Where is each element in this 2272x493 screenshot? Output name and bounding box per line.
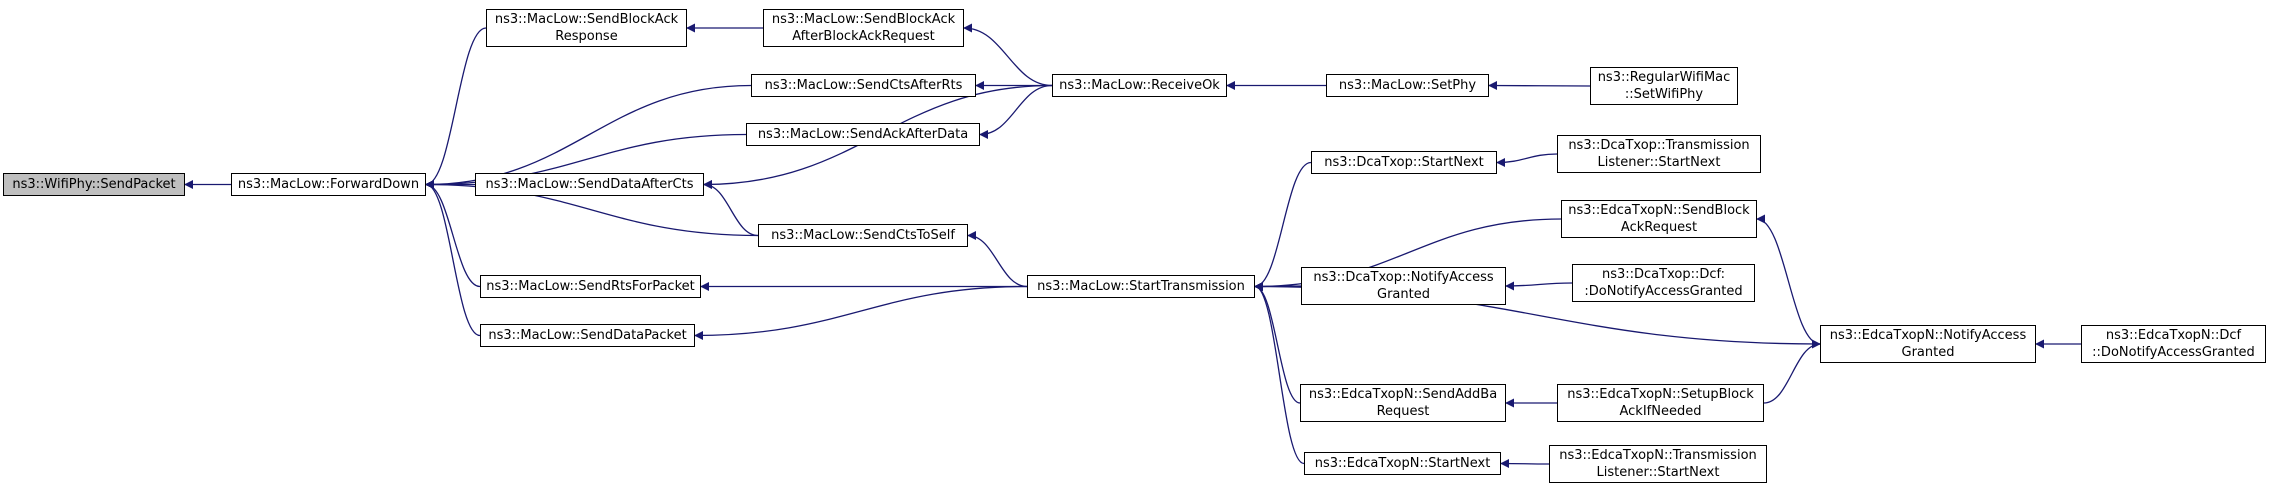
edge-receiveok-to-sendblockackafterbar (963, 23, 1053, 87)
edge-starttransmission-to-senddatapacket (694, 285, 1028, 340)
node-sendrtsforpacket[interactable]: ns3::MacLow::SendRtsForPacket (480, 275, 701, 298)
node-forwarddown[interactable]: ns3::MacLow::ForwardDown (231, 173, 426, 196)
node-edca-setupblockack[interactable]: ns3::EdcaTxopN::SetupBlock AckIfNeeded (1557, 384, 1764, 422)
edge-dcatxop-startnext-to-starttransmission (1254, 161, 1312, 291)
node-wifiphy-sendpacket[interactable]: ns3::WifiPhy::SendPacket (3, 173, 185, 196)
node-sendctsafterrts[interactable]: ns3::MacLow::SendCtsAfterRts (751, 74, 976, 97)
node-sendblockackafterbar[interactable]: ns3::MacLow::SendBlockAck AfterBlockAckR… (763, 9, 964, 47)
edge-edca-setupblockack-to-edca-notifyaccessgranted (1763, 339, 1821, 404)
node-edca-sendblockackrequest[interactable]: ns3::EdcaTxopN::SendBlock AckRequest (1561, 200, 1757, 238)
node-senddatapacket[interactable]: ns3::MacLow::SendDataPacket (480, 324, 695, 347)
edge-sendctsafterrts-to-forwarddown (425, 84, 752, 189)
edge-edca-startnext-to-starttransmission (1254, 282, 1305, 465)
node-dcatxop-tl-startnext[interactable]: ns3::DcaTxop::Transmission Listener::Sta… (1557, 135, 1761, 173)
edge-edca-notifyaccessgranted-to-edca-sendblockackrequest (1756, 214, 1821, 345)
node-starttransmission[interactable]: ns3::MacLow::StartTransmission (1027, 275, 1255, 298)
node-dcatxop-startnext[interactable]: ns3::DcaTxop::StartNext (1311, 151, 1497, 174)
edge-regularwifimac-setwifiphy-to-setphy (1488, 81, 1591, 91)
node-regularwifimac-setwifiphy[interactable]: ns3::RegularWifiMac ::SetWifiPhy (1590, 67, 1738, 105)
edge-sendctstoself-to-senddataaftercts (703, 180, 759, 237)
edge-starttransmission-to-sendctstoself (967, 231, 1028, 288)
node-edca-startnext[interactable]: ns3::EdcaTxopN::StartNext (1304, 452, 1501, 475)
node-setphy[interactable]: ns3::MacLow::SetPhy (1326, 74, 1489, 97)
edge-edca-tl-startnext-to-edca-startnext (1500, 459, 1550, 469)
node-receiveok[interactable]: ns3::MacLow::ReceiveOk (1052, 74, 1227, 97)
node-sendackafterdata[interactable]: ns3::MacLow::SendAckAfterData (746, 123, 980, 146)
node-senddataaftercts[interactable]: ns3::MacLow::SendDataAfterCts (475, 173, 704, 196)
edge-senddatapacket-to-forwarddown (425, 180, 481, 337)
node-edca-tl-startnext[interactable]: ns3::EdcaTxopN::Transmission Listener::S… (1549, 445, 1767, 483)
edge-sendblockackresponse-to-forwarddown (425, 27, 487, 189)
node-edca-sendaddba[interactable]: ns3::EdcaTxopN::SendAddBa Request (1300, 384, 1506, 422)
edge-sendrtsforpacket-to-forwarddown (425, 180, 481, 288)
node-dcatxop-notifyaccessgranted[interactable]: ns3::DcaTxop::NotifyAccess Granted (1301, 267, 1506, 305)
edge-edca-sendaddba-to-starttransmission (1254, 282, 1301, 404)
node-dcatxop-dcf-donotify[interactable]: ns3::DcaTxop::Dcf: :DoNotifyAccessGrante… (1572, 264, 1755, 302)
node-sendctstoself[interactable]: ns3::MacLow::SendCtsToSelf (758, 224, 968, 247)
edge-dcatxop-dcf-donotify-to-dcatxop-notifyaccessgranted (1505, 281, 1573, 291)
node-edca-dcf-donotify[interactable]: ns3::EdcaTxopN::Dcf ::DoNotifyAccessGran… (2081, 325, 2266, 363)
edge-receiveok-to-sendackafterdata (979, 84, 1053, 139)
node-sendblockackresponse[interactable]: ns3::MacLow::SendBlockAck Response (486, 9, 687, 47)
node-edca-notifyaccessgranted[interactable]: ns3::EdcaTxopN::NotifyAccess Granted (1820, 325, 2036, 363)
edge-dcatxop-tl-startnext-to-dcatxop-startnext (1496, 153, 1558, 167)
